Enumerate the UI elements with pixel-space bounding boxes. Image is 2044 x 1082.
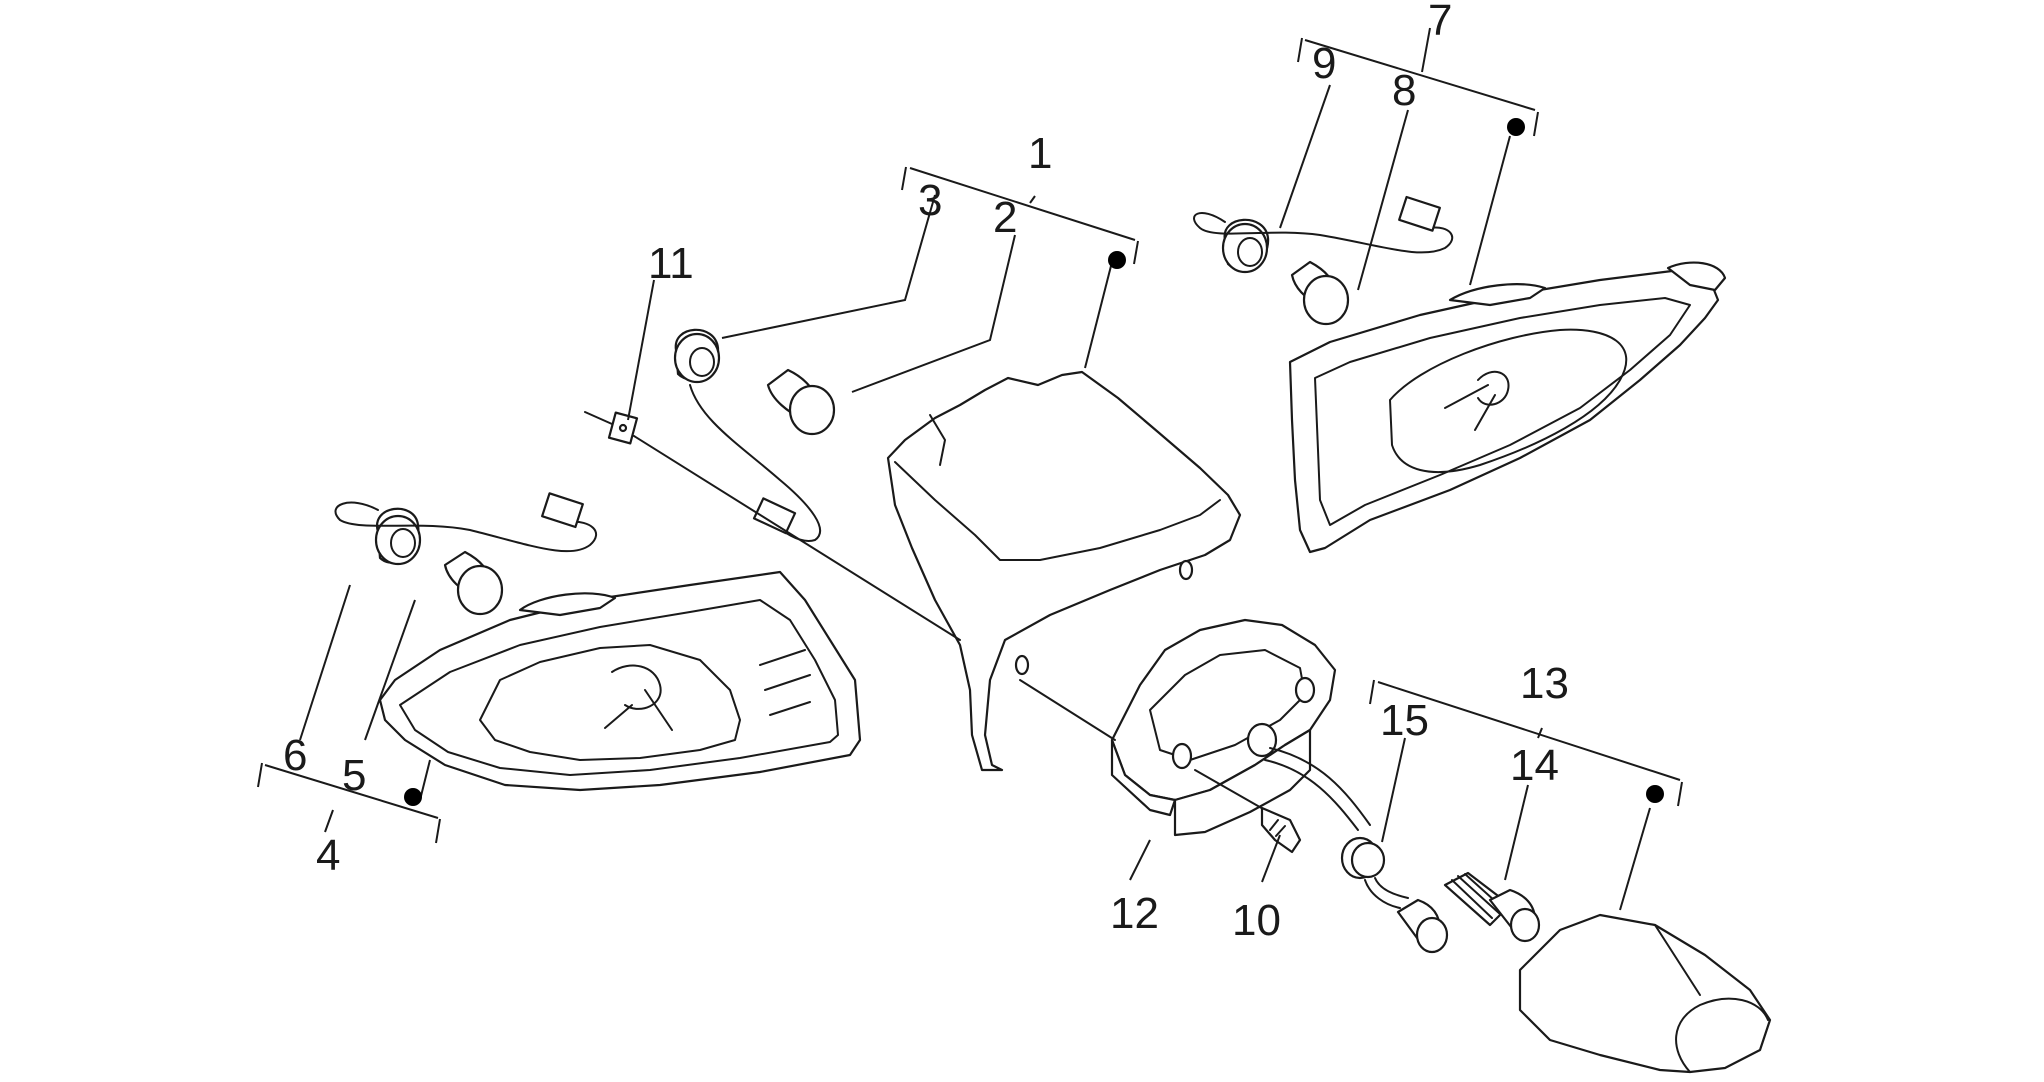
callout-2: 2: [993, 193, 1017, 242]
bracket-dot-1: [1108, 251, 1126, 269]
callout-10: 10: [1232, 896, 1281, 945]
callout-12: 12: [1110, 889, 1159, 938]
bracket-dot-7: [1507, 118, 1525, 136]
wire-clip: [584, 411, 961, 641]
left-bulb: [443, 550, 504, 616]
leader-lines: [257, 27, 1683, 911]
bracket-dot-13: [1646, 785, 1664, 803]
callout-9: 9: [1312, 39, 1336, 88]
callout-14: 14: [1510, 741, 1559, 790]
bracket-dot-4: [404, 788, 422, 806]
callout-1: 1: [1028, 129, 1052, 178]
center-tail-light-housing: [886, 370, 1242, 772]
right-bulb: [1290, 260, 1350, 326]
callout-11: 11: [648, 239, 694, 288]
callout-15: 15: [1380, 696, 1429, 745]
callout-7: 7: [1428, 0, 1452, 45]
callout-numbers: 1 2 3 4 5 6 7 8 9 10 11 12 13 14 15: [283, 0, 1569, 945]
right-bulb-socket: [1193, 195, 1454, 274]
center-bulb-socket: [673, 328, 821, 542]
callout-8: 8: [1392, 66, 1416, 115]
screw: [1194, 769, 1302, 854]
center-bulb: [766, 368, 836, 436]
small-wedge-bulb: [1443, 871, 1541, 943]
left-bulb-socket: [334, 492, 598, 566]
callout-13: 13: [1520, 659, 1569, 708]
indicator-lens: [1518, 913, 1772, 1074]
callout-3: 3: [918, 176, 942, 225]
grommet-wire: [1264, 747, 1449, 954]
callout-6: 6: [283, 731, 307, 780]
callout-4: 4: [316, 831, 340, 880]
licence-plate-light: [1019, 618, 1337, 837]
right-tail-light-lens: [1288, 261, 1727, 554]
callout-5: 5: [342, 751, 366, 800]
left-tail-light-lens: [378, 570, 862, 792]
